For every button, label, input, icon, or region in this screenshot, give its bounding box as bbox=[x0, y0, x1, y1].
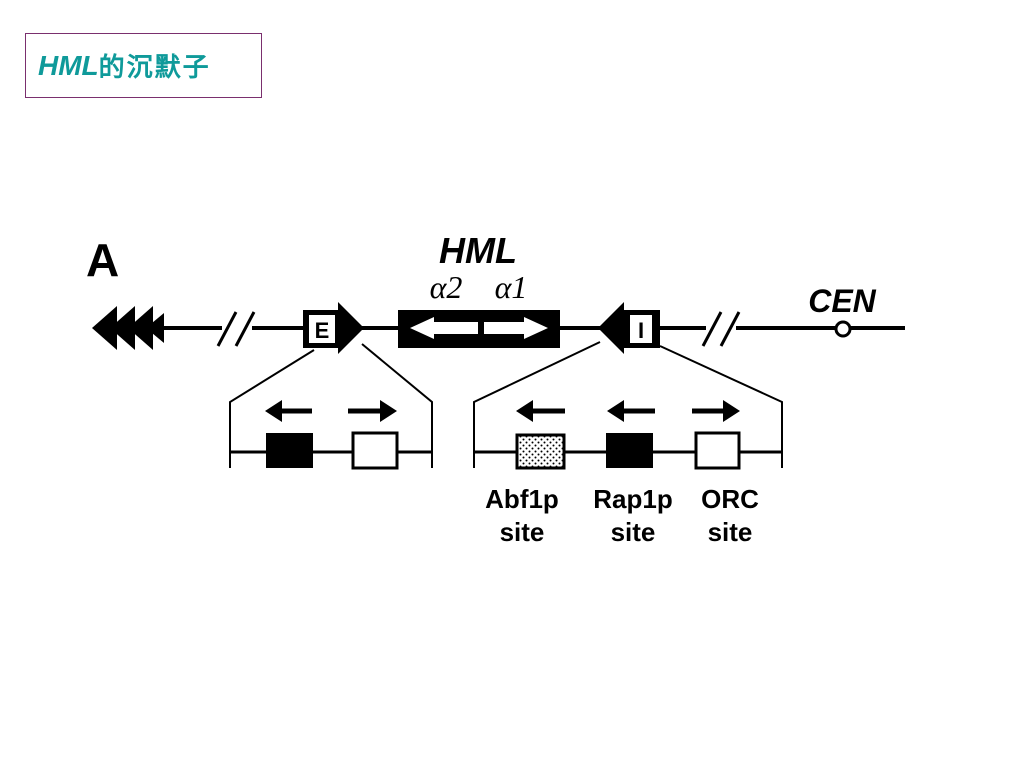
hml-locus-box bbox=[398, 310, 560, 348]
break-mark-left-icon bbox=[216, 311, 256, 347]
rap1p-arrow-left-icon bbox=[607, 400, 655, 422]
rap1p-site-label-line1: Rap1p bbox=[593, 484, 672, 514]
slide-title-latin: HML bbox=[38, 49, 99, 81]
abf1p-site-label-line2: site bbox=[500, 517, 545, 547]
gene-alpha1-label: α1 bbox=[495, 269, 528, 305]
abf1p-arrow-left-icon bbox=[516, 400, 565, 422]
centromere-label: CEN bbox=[808, 283, 876, 319]
centromere-icon bbox=[834, 320, 852, 338]
orc-arrow-right-icon bbox=[692, 400, 740, 422]
rap1p-site-label-line2: site bbox=[611, 517, 656, 547]
i-orc-site-box bbox=[694, 431, 741, 470]
silencer-e-label: E bbox=[315, 318, 330, 343]
e-expansion bbox=[229, 343, 433, 468]
locus-label: HML bbox=[439, 230, 517, 271]
e-arrow-right-icon bbox=[348, 400, 397, 422]
e-orc-site-box bbox=[351, 431, 399, 470]
silencer-i-label: I bbox=[638, 318, 644, 343]
alpha1-arrow-icon bbox=[484, 317, 548, 339]
silencer-e: E bbox=[303, 302, 364, 354]
e-arrow-left-icon bbox=[265, 400, 312, 422]
abf1p-site-label-line1: Abf1p bbox=[485, 484, 559, 514]
telomere-arrows-icon bbox=[92, 306, 164, 350]
slide-title-cjk: 的沉默子 bbox=[98, 53, 211, 83]
silencer-i: I bbox=[598, 302, 660, 354]
alpha2-arrow-icon bbox=[410, 317, 478, 339]
gene-alpha2-label: α2 bbox=[430, 269, 463, 305]
panel-label: A bbox=[86, 234, 119, 286]
break-mark-right-icon bbox=[701, 311, 741, 347]
orc-site-label-line1: ORC bbox=[701, 484, 759, 514]
orc-site-label-line2: site bbox=[708, 517, 753, 547]
e-rap1p-site-box bbox=[266, 433, 313, 468]
i-rap1p-site-box bbox=[606, 433, 653, 468]
abf1p-site-box bbox=[515, 433, 566, 470]
